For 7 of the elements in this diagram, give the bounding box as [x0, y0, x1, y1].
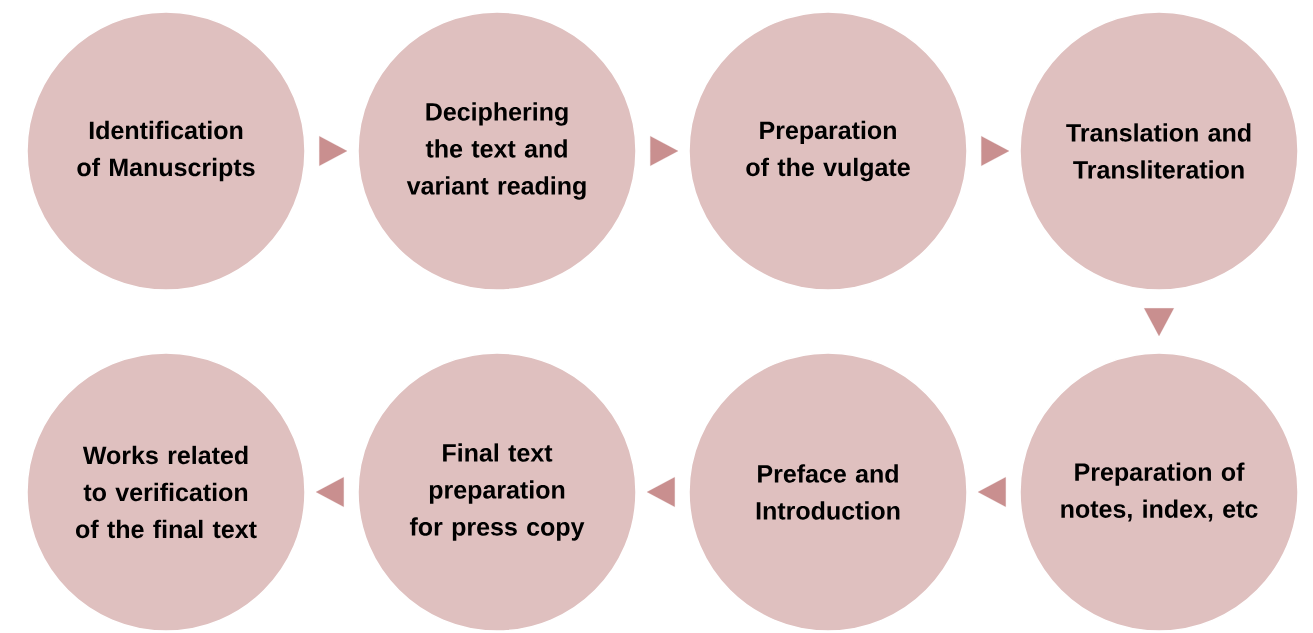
arrow	[315, 477, 344, 507]
arrow	[319, 136, 348, 166]
arrow	[981, 136, 1010, 166]
arrow	[650, 136, 679, 166]
arrow	[1144, 308, 1174, 337]
arrow	[646, 477, 675, 507]
arrow	[977, 477, 1006, 507]
